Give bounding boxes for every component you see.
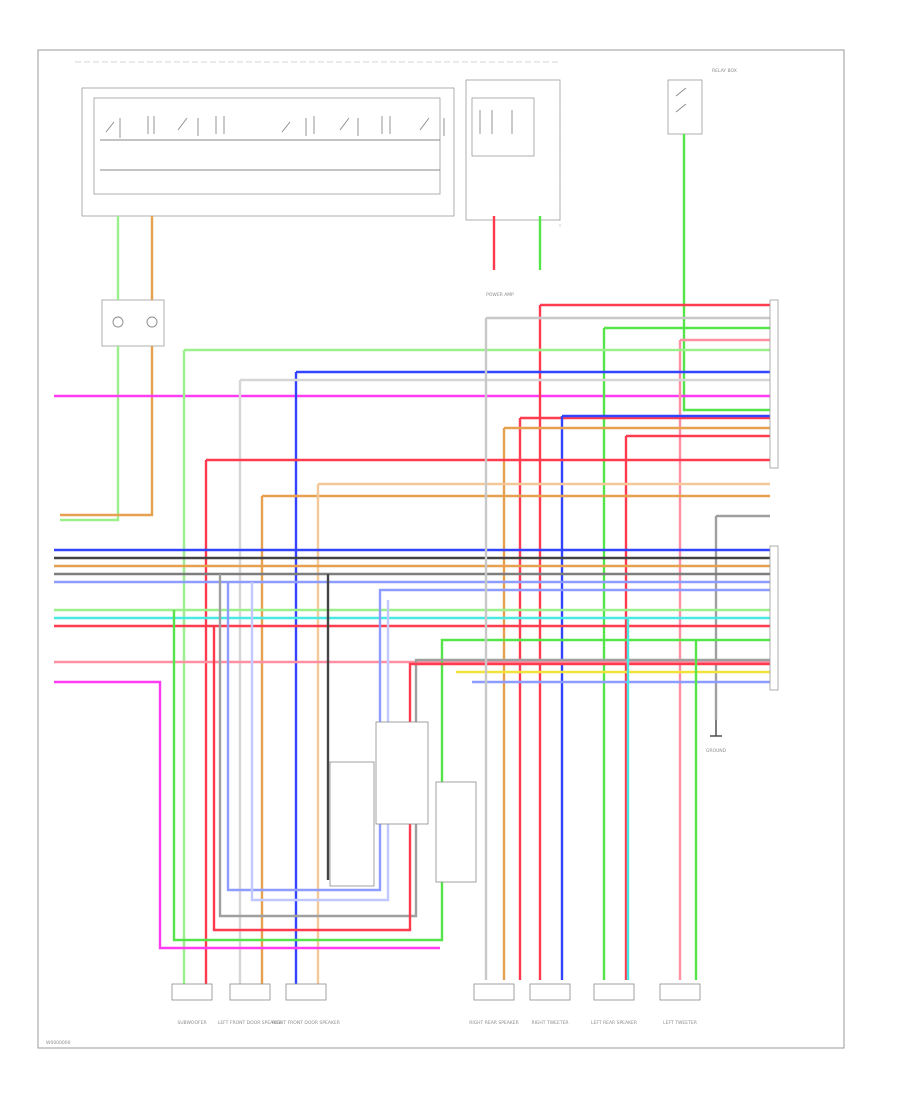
label-right-rear-speaker: RIGHT REAR SPEAKER	[469, 1020, 519, 1026]
label-power-amp: POWER AMP	[486, 292, 514, 298]
wire-green-route	[172, 610, 770, 942]
top-right-switch	[667, 79, 703, 135]
wire-orange2	[502, 426, 770, 980]
wire-orange3	[260, 494, 770, 985]
label-right-tweeter: RIGHT TWEETER	[531, 1020, 568, 1026]
wire-red-route	[212, 626, 770, 932]
label-right-front-door-speaker: RIGHT FRONT DOOR SPEAKER	[272, 1020, 340, 1026]
wire-red2	[518, 416, 770, 980]
label-left-rear-speaker: LEFT REAR SPEAKER	[591, 1020, 637, 1026]
speaker-connectors	[171, 983, 701, 1001]
right-connector-c1	[769, 299, 779, 469]
wire-red-c1	[538, 303, 770, 980]
label-subwoofer: SUBWOOFER	[177, 1020, 206, 1026]
label-left-tweeter: LEFT TWEETER	[663, 1020, 697, 1026]
wire-lgray-c1	[238, 378, 770, 985]
wire-blue-route	[226, 582, 770, 892]
audio-unit	[81, 79, 561, 230]
wire-green-1	[60, 216, 120, 522]
diagram-border	[37, 49, 845, 1049]
label-left-front-door-speaker: LEFT FRONT DOOR SPEAKER	[218, 1020, 282, 1026]
wire-green-switch	[682, 134, 770, 412]
wire-green-c1b	[182, 348, 770, 985]
left-connector-block	[101, 299, 165, 347]
label-ground: GROUND	[706, 748, 727, 754]
wire-orange4	[316, 482, 770, 985]
crossover-boxes	[329, 721, 477, 887]
wire-blue-c1	[294, 370, 770, 985]
right-connector-c2	[769, 545, 779, 691]
wire-blue2	[560, 414, 770, 980]
wire-lgreen-c1	[602, 326, 770, 980]
footer-code: W0000000	[46, 1040, 71, 1046]
label-relay-box: RELAY BOX	[712, 68, 737, 74]
wire-red3	[624, 434, 770, 980]
wire-magenta-bus	[54, 680, 440, 950]
wire-gray-route	[218, 574, 770, 918]
wire-orange-1	[60, 216, 154, 517]
wire-harness	[54, 134, 770, 985]
wire-red4	[204, 458, 770, 985]
ground-symbol	[710, 720, 722, 737]
